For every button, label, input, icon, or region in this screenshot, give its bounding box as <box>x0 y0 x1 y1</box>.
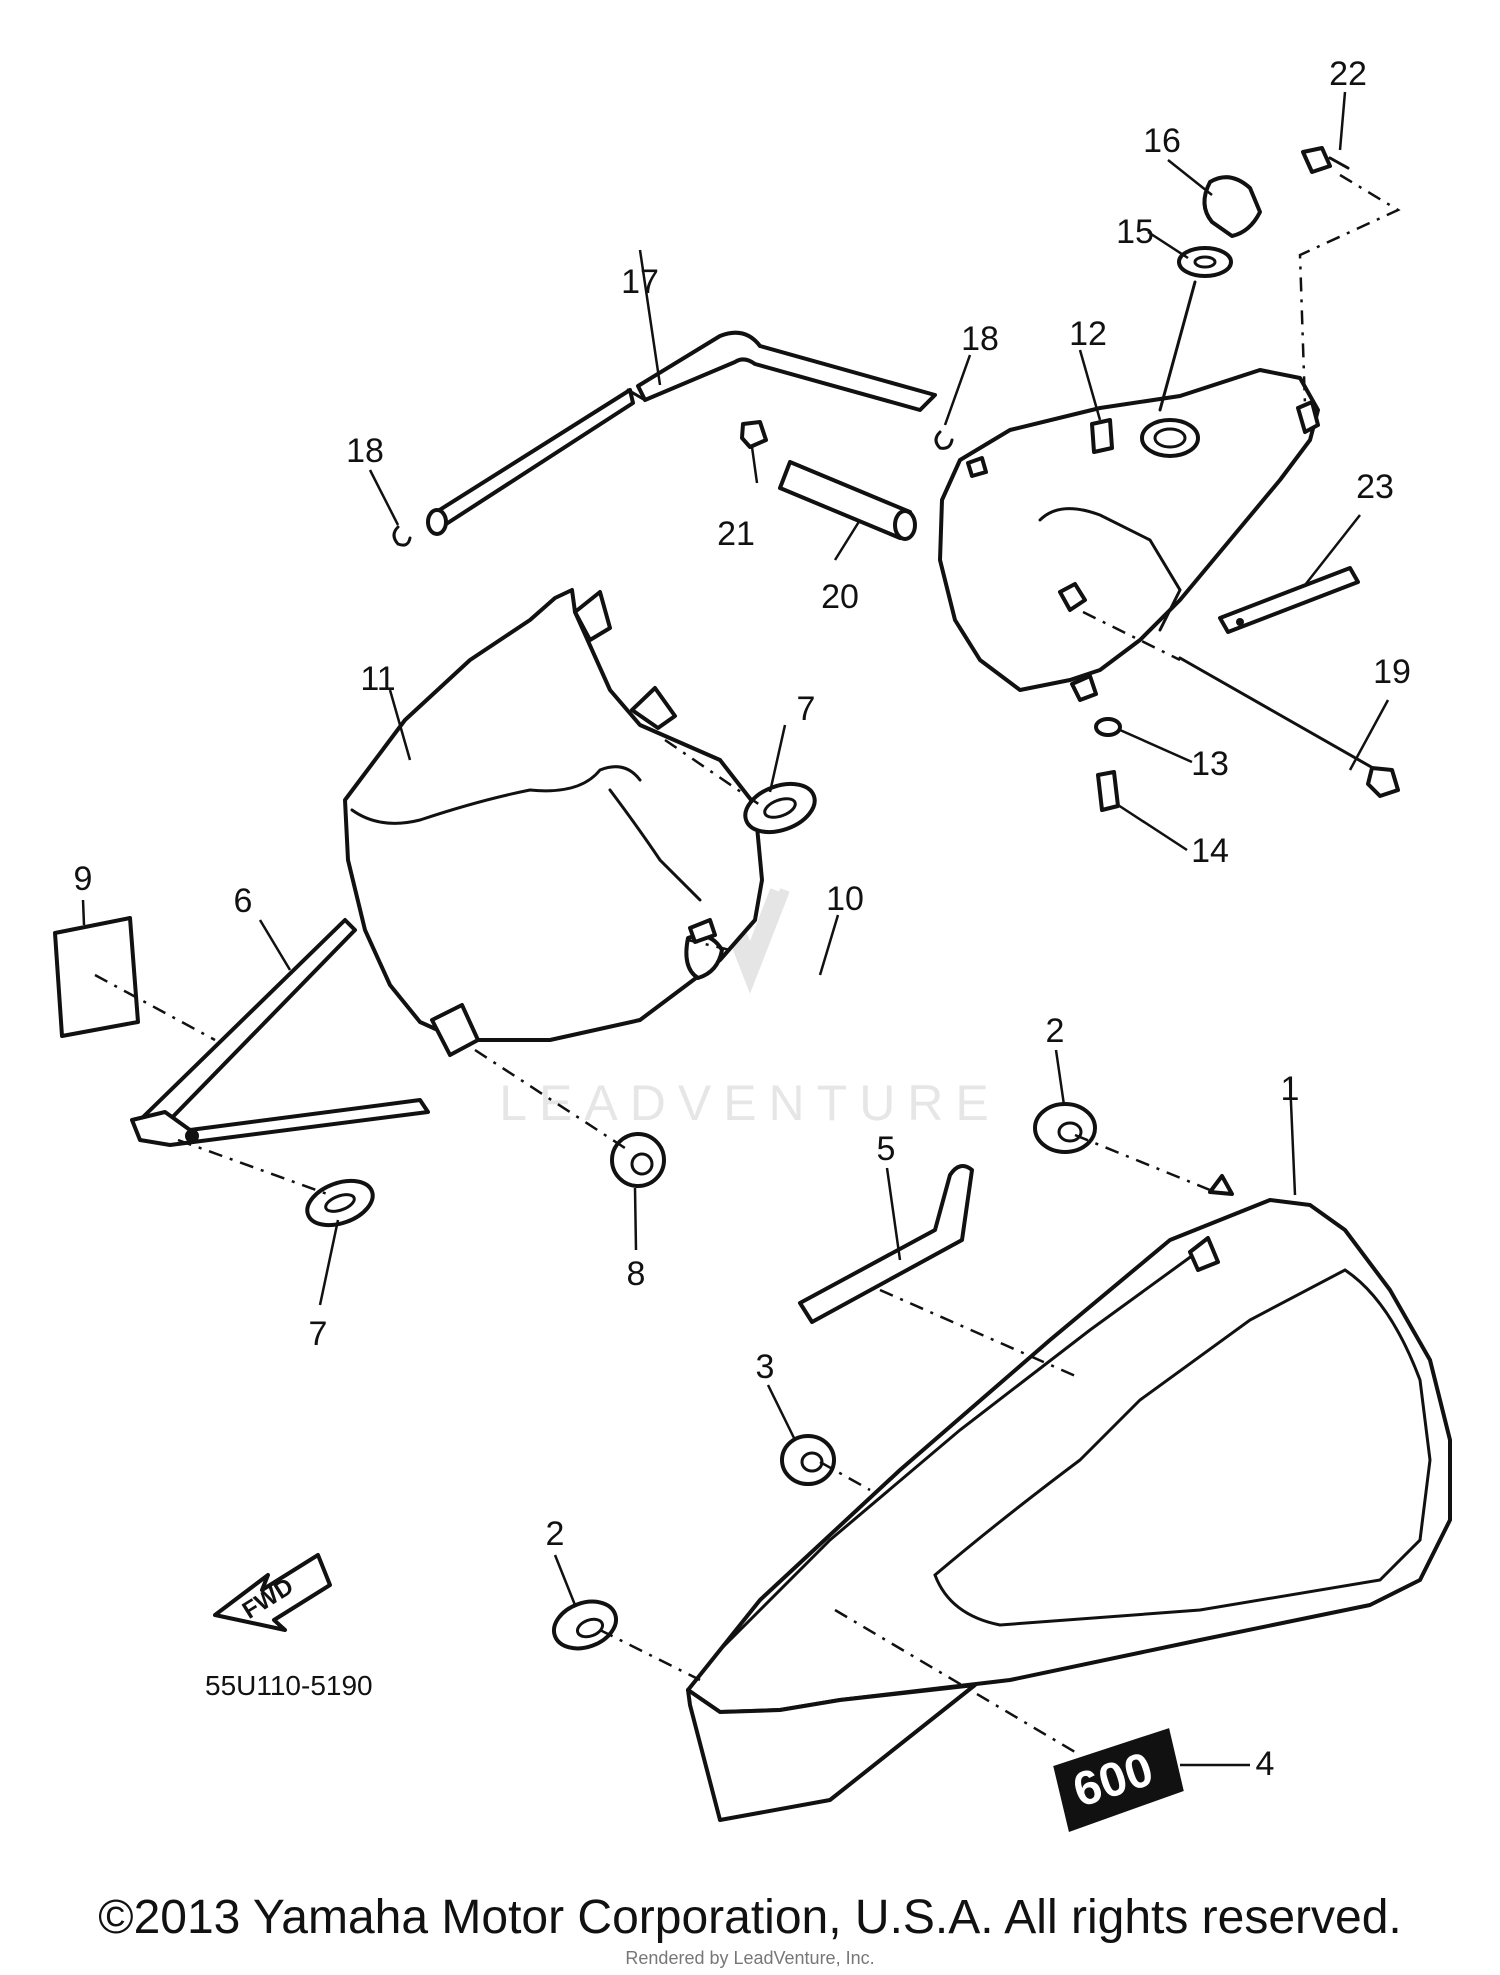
fwd-arrow-icon: FWD <box>213 1553 332 1632</box>
callout-7-lower: 7 <box>309 1315 328 1353</box>
part-20-hose <box>778 460 917 541</box>
callout-8: 8 <box>627 1255 646 1293</box>
part-18-clamp-left <box>392 525 412 547</box>
callout-1: 1 <box>1281 1070 1300 1108</box>
emblem-text: 600 <box>1067 1743 1160 1818</box>
callout-19: 19 <box>1373 653 1411 691</box>
part-18-clamp-right <box>934 430 954 450</box>
part-10-knob <box>684 918 724 980</box>
callout-9: 9 <box>74 860 93 898</box>
part-11-side-cover <box>343 588 764 1057</box>
part-15-washer <box>1177 246 1233 278</box>
callout-12: 12 <box>1069 315 1107 353</box>
part-21-cap <box>740 420 768 449</box>
callout-10: 10 <box>826 880 864 918</box>
callout-15: 15 <box>1116 213 1154 251</box>
callout-6: 6 <box>234 882 253 920</box>
callout-22: 22 <box>1329 55 1367 93</box>
callout-4: 4 <box>1256 1745 1275 1783</box>
callout-14: 14 <box>1191 832 1229 870</box>
leader-lines <box>81 91 1390 1767</box>
callout-7-upper: 7 <box>797 690 816 728</box>
callout-2-upper: 2 <box>1046 1012 1065 1050</box>
part-22-bolt <box>1301 146 1350 174</box>
callout-13: 13 <box>1191 745 1229 783</box>
callout-21: 21 <box>717 515 755 553</box>
part-17-hose <box>426 330 937 536</box>
part-13-washer <box>1094 717 1122 737</box>
copyright-notice: ©2013 Yamaha Motor Corporation, U.S.A. A… <box>98 1891 1402 1944</box>
part-14-bolt <box>1096 770 1120 812</box>
render-credit: Rendered by LeadVenture, Inc. <box>625 1948 875 1968</box>
part-2-grommet-upper <box>1033 1102 1097 1154</box>
part-16-tank-cap <box>1158 175 1262 412</box>
callout-2-lower: 2 <box>546 1515 565 1553</box>
diagram-code: 55U110-5190 <box>205 1670 373 1701</box>
part-5-strip <box>798 1164 974 1324</box>
callout-5: 5 <box>877 1130 896 1168</box>
part-3-grommet <box>780 1434 836 1486</box>
callout-23: 23 <box>1356 468 1394 506</box>
callout-18-right: 18 <box>961 320 999 358</box>
part-6-trim-strip <box>130 918 430 1147</box>
part-23-bracket <box>1218 566 1360 634</box>
assembly-lines <box>94 173 1401 1757</box>
callout-20: 20 <box>821 578 859 616</box>
callout-11: 11 <box>360 660 395 698</box>
part-4-emblem: 600 <box>1053 1728 1184 1832</box>
part-1-side-cover <box>686 1174 1452 1822</box>
part-7-grommet-lower <box>305 1178 375 1228</box>
part-12-oil-tank <box>938 368 1320 702</box>
part-19-long-bolt <box>1178 656 1400 798</box>
callout-17: 17 <box>621 263 659 301</box>
part-8-grommet <box>610 1132 666 1188</box>
callout-3: 3 <box>756 1348 775 1386</box>
callout-18-left: 18 <box>346 432 384 470</box>
part-2-grommet-lower <box>552 1599 618 1651</box>
callout-labels: 1 2 2 3 4 5 6 7 7 8 9 10 11 12 13 14 15 … <box>74 55 1411 1783</box>
watermark-text: LEADVENTURE <box>499 1075 1001 1131</box>
callout-16: 16 <box>1143 122 1181 160</box>
part-7-grommet-upper <box>743 781 817 835</box>
